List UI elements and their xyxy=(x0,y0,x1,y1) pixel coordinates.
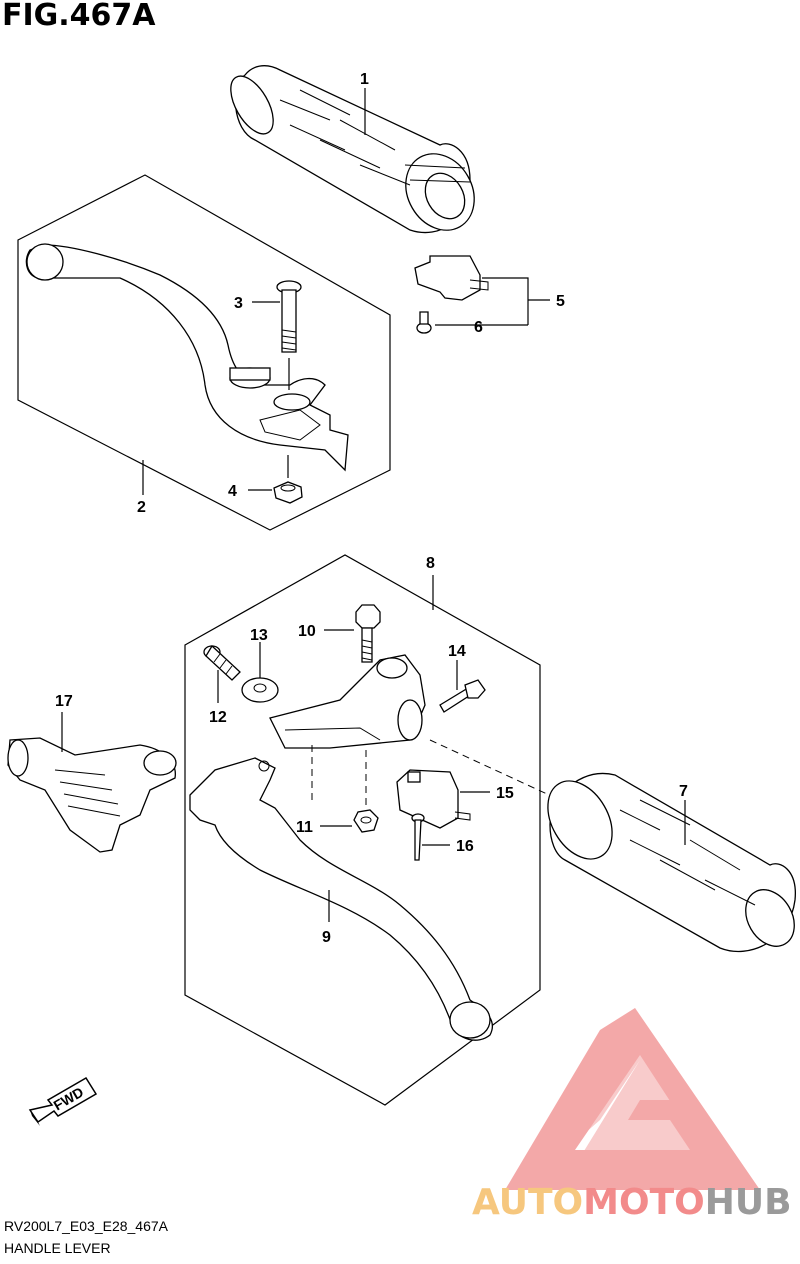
figure-title: FIG.467A xyxy=(2,0,156,33)
screw-part-14 xyxy=(439,679,486,713)
screw-part-12 xyxy=(203,644,241,681)
automotohub-logo xyxy=(505,1008,760,1190)
callout-5: 5 xyxy=(556,293,565,310)
leader-5a xyxy=(482,277,529,325)
callout-3: 3 xyxy=(234,295,243,312)
pivot-bolt-part-3 xyxy=(276,280,302,353)
callout-16: 16 xyxy=(456,838,474,855)
callout-6: 6 xyxy=(474,319,483,336)
clutch-bracket xyxy=(269,654,426,749)
brake-switch-part-5 xyxy=(414,255,489,301)
watermark-hub: HUB xyxy=(705,1182,792,1223)
callout-8: 8 xyxy=(426,555,435,572)
left-grip-part-7 xyxy=(547,772,796,953)
callout-9: 9 xyxy=(322,929,331,946)
fwd-arrow-icon: FWD xyxy=(28,1076,98,1126)
right-grip-part-1 xyxy=(230,65,475,234)
callout-14: 14 xyxy=(448,643,466,660)
pivot-bolt-part-10 xyxy=(355,604,381,663)
figure-name: HANDLE LEVER xyxy=(4,1240,111,1256)
nut-part-4 xyxy=(273,481,303,504)
figure-code: RV200L7_E03_E28_467A xyxy=(4,1218,169,1234)
clutch-lever-box xyxy=(184,554,541,1106)
screw-part-6 xyxy=(416,311,432,334)
brake-lever-box xyxy=(17,174,391,531)
screw-part-16 xyxy=(411,813,425,861)
callout-11: 11 xyxy=(296,819,313,836)
brake-lever-part-2 xyxy=(25,243,349,472)
callout-7: 7 xyxy=(679,783,688,800)
watermark-auto: AUTO xyxy=(472,1182,583,1223)
watermark-text: AUTOMOTOHUB xyxy=(472,1182,792,1223)
watermark-moto: MOTO xyxy=(583,1182,705,1223)
washer-part-13 xyxy=(241,677,279,703)
callout-17: 17 xyxy=(55,693,73,710)
callout-4: 4 xyxy=(228,483,237,500)
callout-10: 10 xyxy=(298,623,316,640)
callout-13: 13 xyxy=(250,627,268,644)
callout-2: 2 xyxy=(137,499,146,516)
callout-1: 1 xyxy=(360,71,369,88)
clutch-switch-part-15 xyxy=(396,769,471,829)
cable-holder-part-17 xyxy=(7,737,177,853)
clutch-lever-part-9 xyxy=(189,757,494,1041)
callout-15: 15 xyxy=(496,785,514,802)
callout-12: 12 xyxy=(209,709,227,726)
nut-part-11 xyxy=(353,809,379,833)
